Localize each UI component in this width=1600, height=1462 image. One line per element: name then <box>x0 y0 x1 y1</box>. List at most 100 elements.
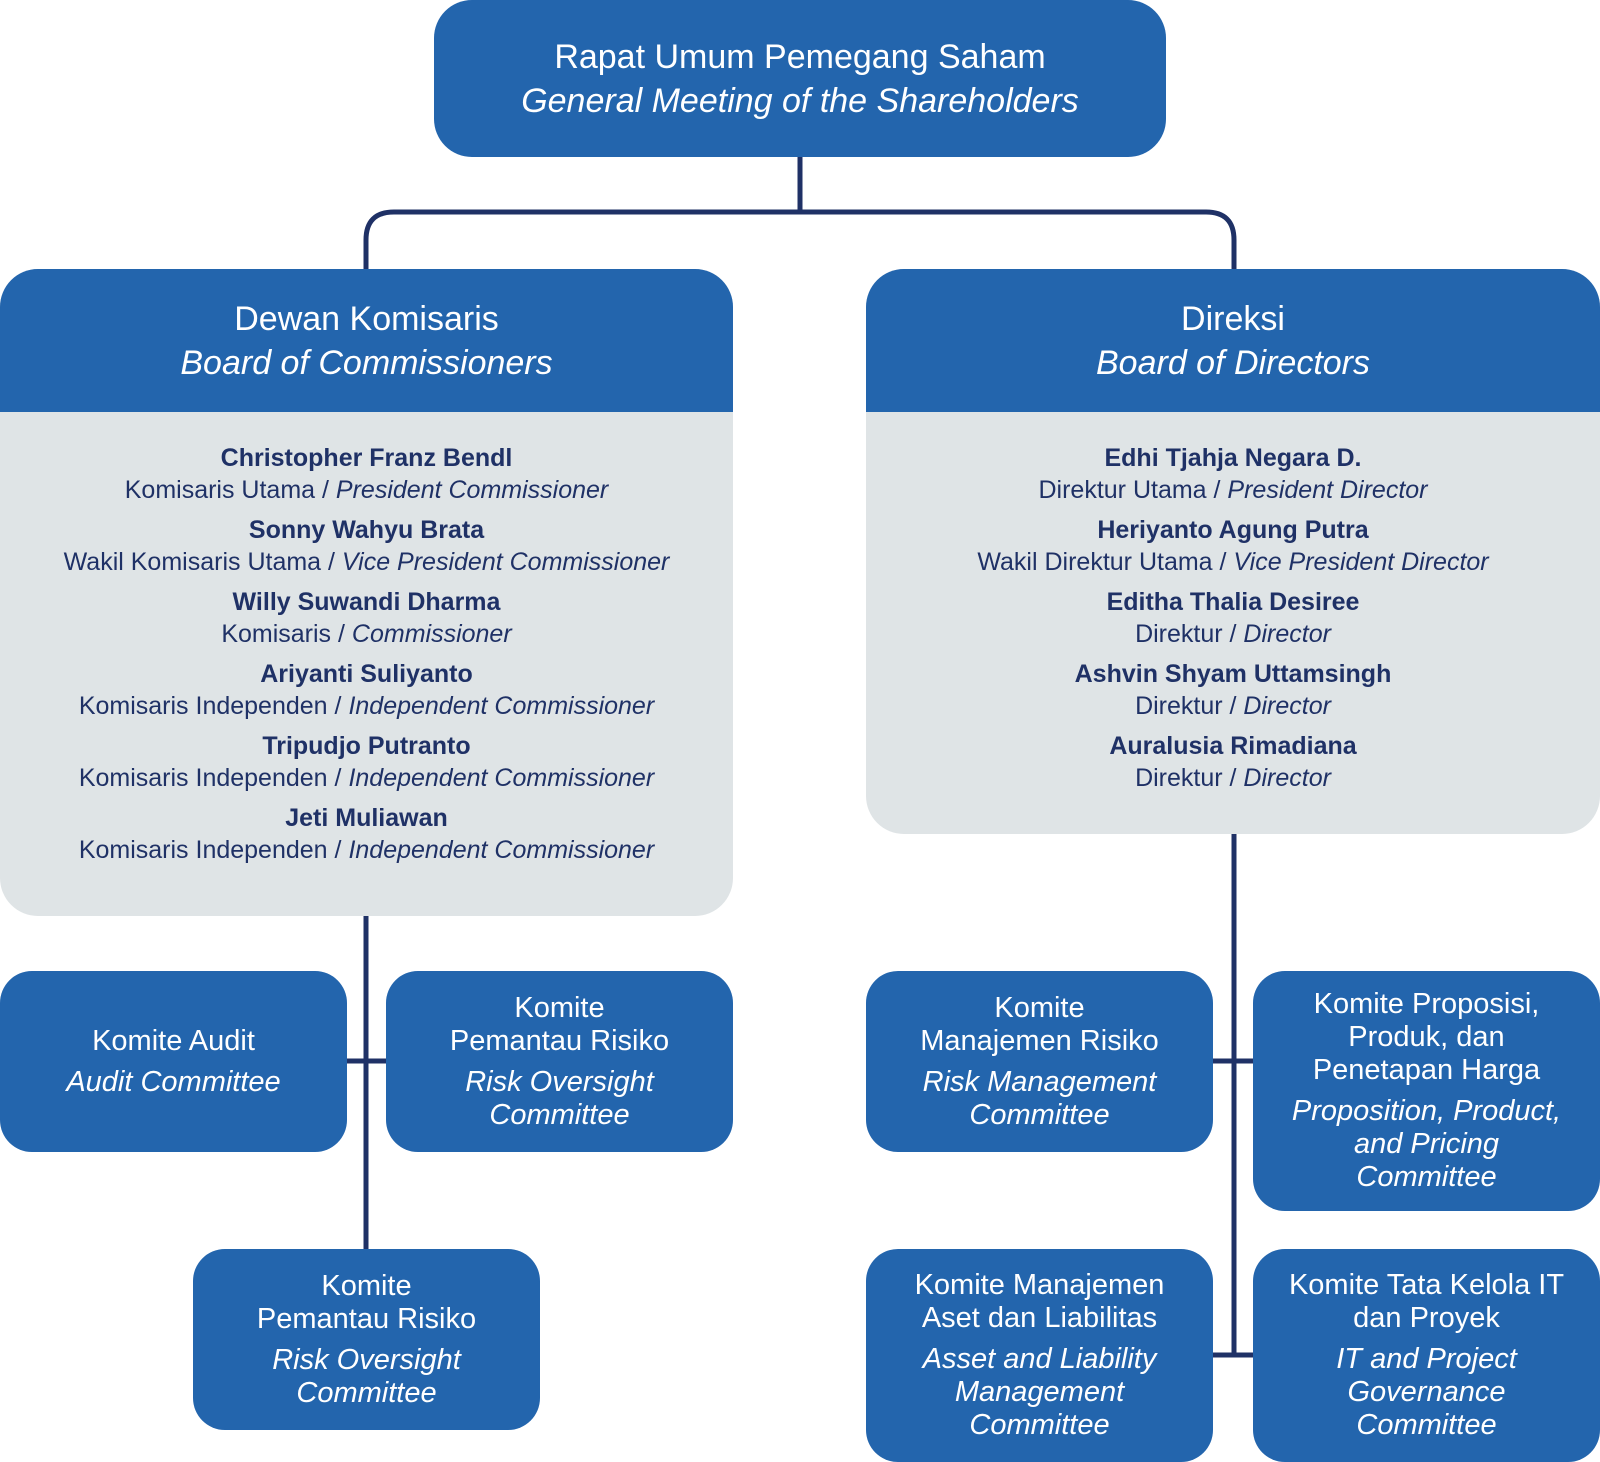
bod-header: Direksi Board of Directors <box>866 269 1600 412</box>
committee-title-id: Komite Pemantau Risiko <box>450 992 669 1058</box>
boc-member: Jeti Muliawan Komisaris Independen / Ind… <box>0 802 733 866</box>
title-line: Risk Management <box>922 1065 1157 1098</box>
committee-title-id: Komite Proposisi, Produk, dan Penetapan … <box>1313 988 1540 1087</box>
committee-title-en: Risk Management Committee <box>923 1066 1157 1132</box>
title-line: Governance <box>1347 1376 1506 1408</box>
role-en: Director <box>1243 620 1331 648</box>
committee-title-en: IT and Project Governance Committee <box>1336 1343 1517 1442</box>
role-en: Director <box>1243 692 1331 720</box>
role-id: Wakil Komisaris Utama <box>63 548 322 576</box>
member-name: Auralusia Rimadiana <box>1109 732 1357 760</box>
committee-title-id: Komite Pemantau Risiko <box>257 1270 476 1336</box>
role-separator: / <box>1222 692 1244 720</box>
boc-member: Christopher Franz Bendl Komisaris Utama … <box>0 442 733 506</box>
member-name: Ariyanti Suliyanto <box>260 660 473 688</box>
audit-committee-box: Komite Audit Audit Committee <box>0 971 347 1152</box>
title-line: Committee <box>1356 1409 1497 1441</box>
role-separator: / <box>327 836 349 864</box>
risk-oversight-committee-box: Komite Pemantau Risiko Risk Oversight Co… <box>386 971 733 1152</box>
role-separator: / <box>1206 476 1228 504</box>
member-name: Editha Thalia Desiree <box>1106 588 1360 616</box>
role-separator: / <box>315 476 336 504</box>
risk-oversight-committee-box-2: Komite Pemantau Risiko Risk Oversight Co… <box>193 1249 540 1430</box>
member-role: Komisaris Independen / Independent Commi… <box>0 690 733 722</box>
boc-title-id: Dewan Komisaris <box>234 299 499 338</box>
member-role: Komisaris Independen / Independent Commi… <box>0 762 733 794</box>
connector-top-branch <box>363 209 1237 269</box>
member-name: Willy Suwandi Dharma <box>232 588 501 616</box>
member-role: Wakil Direktur Utama / Vice President Di… <box>866 546 1600 578</box>
role-en: President Director <box>1227 476 1428 504</box>
role-en: Director <box>1243 764 1331 792</box>
title-line: Aset dan Liabilitas <box>921 1302 1158 1334</box>
bod-member: Ashvin Shyam Uttamsingh Direktur / Direc… <box>866 658 1600 722</box>
title-line: Komite <box>321 1269 412 1302</box>
title-line: Committee <box>296 1376 437 1409</box>
bod-member: Auralusia Rimadiana Direktur / Director <box>866 730 1600 794</box>
role-separator: / <box>1222 620 1244 648</box>
role-separator: / <box>321 548 342 576</box>
role-en: Independent Commissioner <box>348 692 655 720</box>
bod-title-id: Direksi <box>1181 299 1285 338</box>
committee-title-en: Risk Oversight Committee <box>465 1066 654 1132</box>
role-en: Independent Commissioner <box>348 764 655 792</box>
title-line: Komite Manajemen <box>914 1269 1165 1301</box>
title-line: Proposition, Product, <box>1291 1095 1562 1127</box>
role-separator: / <box>1212 548 1234 576</box>
title-line: Committee <box>969 1098 1110 1131</box>
proposition-product-pricing-committee-box: Komite Proposisi, Produk, dan Penetapan … <box>1253 971 1600 1211</box>
role-separator: / <box>327 764 349 792</box>
member-name: Sonny Wahyu Brata <box>248 516 485 544</box>
role-id: Direktur <box>1135 692 1223 720</box>
gms-title-en: General Meeting of the Shareholders <box>521 81 1079 120</box>
title-line: Komite Proposisi, <box>1313 988 1540 1020</box>
role-en: Commissioner <box>351 620 512 648</box>
role-id: Direktur Utama <box>1038 476 1207 504</box>
bod-member: Edhi Tjahja Negara D. Direktur Utama / P… <box>866 442 1600 506</box>
role-separator: / <box>327 692 349 720</box>
member-role: Direktur / Director <box>866 762 1600 794</box>
board-of-commissioners-panel: Dewan Komisaris Board of Commissioners C… <box>0 269 733 916</box>
title-line: Committee <box>1356 1161 1497 1193</box>
boc-member: Sonny Wahyu Brata Wakil Komisaris Utama … <box>0 514 733 578</box>
committee-title-id: Komite Audit <box>92 1024 255 1057</box>
title-line: Committee <box>969 1409 1110 1441</box>
it-project-governance-committee-box: Komite Tata Kelola IT dan Proyek IT and … <box>1253 1249 1600 1462</box>
title-line: Penetapan Harga <box>1312 1054 1541 1086</box>
title-line: Management <box>954 1376 1125 1408</box>
role-en: Vice President Director <box>1233 548 1489 576</box>
role-en: Independent Commissioner <box>348 836 655 864</box>
member-role: Direktur / Director <box>866 690 1600 722</box>
member-name: Tripudjo Putranto <box>262 732 471 760</box>
committee-title-id: Komite Manajemen Risiko <box>920 992 1159 1058</box>
title-line: Committee <box>489 1098 630 1131</box>
boc-header: Dewan Komisaris Board of Commissioners <box>0 269 733 412</box>
committee-title-id: Komite Tata Kelola IT dan Proyek <box>1289 1269 1564 1335</box>
bod-member-list: Edhi Tjahja Negara D. Direktur Utama / P… <box>866 412 1600 794</box>
boc-member: Tripudjo Putranto Komisaris Independen /… <box>0 730 733 794</box>
member-name: Ashvin Shyam Uttamsingh <box>1074 660 1392 688</box>
member-role: Komisaris / Commissioner <box>0 618 733 650</box>
member-name: Edhi Tjahja Negara D. <box>1104 444 1362 472</box>
title-line: Asset and Liability <box>922 1343 1157 1375</box>
role-separator: / <box>1222 764 1244 792</box>
title-line: dan Proyek <box>1353 1302 1500 1334</box>
risk-management-committee-box: Komite Manajemen Risiko Risk Management … <box>866 971 1213 1152</box>
role-separator: / <box>331 620 352 648</box>
title-line: Risk Oversight <box>465 1065 654 1098</box>
role-id: Wakil Direktur Utama <box>977 548 1213 576</box>
committee-title-en: Proposition, Product, and Pricing Commit… <box>1292 1095 1561 1194</box>
title-line: Pemantau Risiko <box>449 1024 670 1057</box>
title-line: Pemantau Risiko <box>256 1302 477 1335</box>
role-en: Vice President Commissioner <box>341 548 670 576</box>
role-id: Komisaris <box>221 620 332 648</box>
gms-title-id: Rapat Umum Pemegang Saham <box>554 37 1046 76</box>
title-line: Manajemen Risiko <box>920 1024 1159 1057</box>
role-id: Komisaris Independen <box>78 836 328 864</box>
committee-title-en: Audit Committee <box>66 1065 281 1098</box>
boc-member-list: Christopher Franz Bendl Komisaris Utama … <box>0 412 733 866</box>
role-id: Direktur <box>1135 764 1223 792</box>
role-id: Direktur <box>1135 620 1223 648</box>
